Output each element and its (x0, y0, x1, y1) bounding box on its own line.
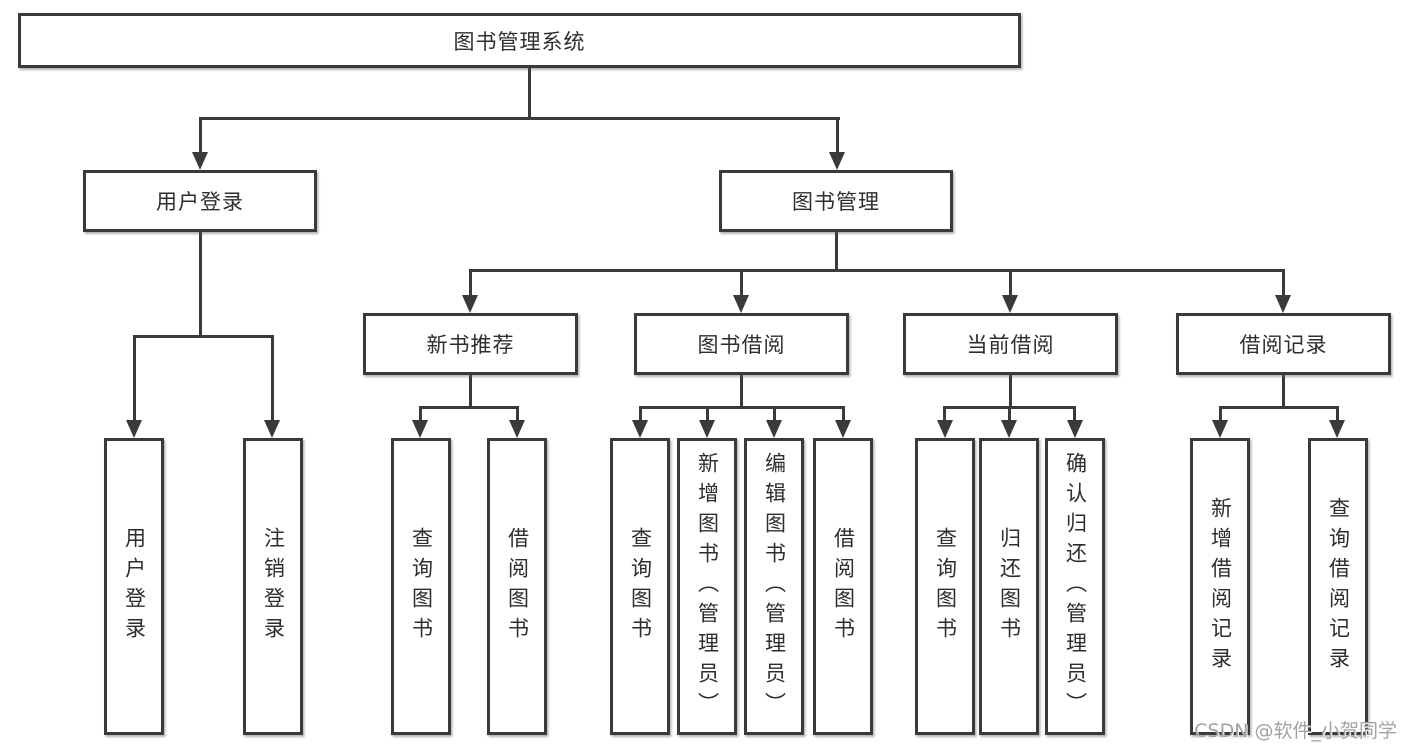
arrowhead-down (1002, 295, 1018, 313)
node-library-management-system: 图书管理系统 (18, 13, 1021, 68)
connector-line (271, 335, 274, 420)
arrowhead-down (126, 420, 142, 438)
leaf-label: 借阅图书 (505, 526, 530, 647)
connector-line (639, 406, 845, 409)
csdn-watermark: CSDN @软件_小贺同学 (1194, 720, 1397, 742)
arrowhead-down (699, 420, 715, 438)
arrowhead-down (192, 152, 208, 170)
leaf-label: 查询图书 (628, 526, 653, 647)
connector-line (740, 269, 743, 295)
node-current-borrowing: 当前借阅 (903, 313, 1118, 375)
connector-line (740, 375, 743, 409)
leaf-borrow-book-recommend: 借阅图书 (487, 438, 547, 735)
connector-line (639, 406, 642, 422)
node-label: 借阅记录 (1239, 333, 1328, 357)
arrowhead-down (1212, 420, 1228, 438)
connector-line (1219, 406, 1339, 409)
arrowhead-down (733, 295, 749, 313)
connector-line (419, 406, 422, 422)
arrowhead-down (509, 420, 525, 438)
connector-line (1009, 375, 1012, 409)
leaf-query-book-current: 查询图书 (915, 438, 975, 735)
leaf-label: 新增图书（管理员） (695, 451, 720, 722)
connector-line (469, 375, 472, 409)
arrowhead-down (632, 420, 648, 438)
leaf-label: 查询借阅记录 (1326, 496, 1351, 677)
connector-line (1073, 406, 1076, 422)
connector-line (1008, 406, 1011, 422)
arrowhead-down (1275, 295, 1291, 313)
arrowhead-down (835, 420, 851, 438)
arrowhead-down (264, 420, 280, 438)
leaf-label: 查询图书 (409, 526, 434, 647)
leaf-label: 借阅图书 (831, 526, 856, 647)
arrowhead-down (937, 420, 953, 438)
connector-line (199, 117, 202, 153)
node-label: 图书借阅 (697, 333, 786, 357)
arrowhead-down (1067, 420, 1083, 438)
leaf-logout: 注销登录 (243, 438, 303, 735)
node-borrowing-records: 借阅记录 (1176, 313, 1391, 375)
node-label: 当前借阅 (966, 333, 1055, 357)
connector-line (1336, 406, 1339, 422)
leaf-user-login: 用户登录 (104, 438, 164, 735)
leaf-label: 编辑图书（管理员） (762, 451, 787, 722)
connector-line (836, 117, 839, 153)
arrowhead-down (412, 420, 428, 438)
leaf-return-book: 归还图书 (979, 438, 1039, 735)
arrowhead-down (1001, 420, 1017, 438)
connector-line (943, 406, 946, 422)
node-book-borrowing: 图书借阅 (634, 313, 849, 375)
connector-line (516, 406, 519, 422)
arrowhead-down (462, 295, 478, 313)
connector-line (199, 232, 202, 337)
leaf-edit-book-admin: 编辑图书（管理员） (744, 438, 804, 735)
connector-line (1282, 375, 1285, 409)
connector-line (1282, 269, 1285, 295)
connector-line (419, 406, 519, 409)
arrowhead-down (829, 152, 845, 170)
connector-line (133, 335, 274, 338)
leaf-label: 确认归还（管理员） (1063, 451, 1088, 722)
leaf-query-book-recommend: 查询图书 (391, 438, 451, 735)
leaf-label: 归还图书 (997, 526, 1022, 647)
connector-line (773, 406, 776, 422)
leaf-borrow-book: 借阅图书 (813, 438, 873, 735)
node-book-management: 图书管理 (719, 170, 953, 232)
node-label: 图书管理系统 (453, 29, 586, 54)
leaf-label: 注销登录 (261, 526, 286, 647)
leaf-label: 用户登录 (122, 526, 147, 647)
arrowhead-down (1329, 420, 1345, 438)
connector-line (842, 406, 845, 422)
connector-line (469, 269, 1285, 272)
connector-line (199, 117, 840, 120)
leaf-label: 新增借阅记录 (1208, 496, 1233, 677)
arrowhead-down (766, 420, 782, 438)
connector-line (835, 232, 838, 272)
node-new-book-recommendation: 新书推荐 (363, 313, 578, 375)
leaf-query-borrow-record: 查询借阅记录 (1308, 438, 1368, 735)
connector-line (1009, 269, 1012, 295)
node-label: 新书推荐 (426, 333, 515, 357)
node-label: 用户登录 (156, 190, 244, 214)
leaf-label: 查询图书 (933, 526, 958, 647)
leaf-confirm-return-admin: 确认归还（管理员） (1045, 438, 1105, 735)
node-label: 图书管理 (792, 190, 880, 214)
node-user-login: 用户登录 (83, 170, 317, 232)
leaf-query-book-borrowing: 查询图书 (610, 438, 670, 735)
connector-line (528, 66, 531, 118)
connector-line (706, 406, 709, 422)
leaf-add-book-admin: 新增图书（管理员） (677, 438, 737, 735)
connector-line (133, 335, 136, 420)
leaf-add-borrow-record: 新增借阅记录 (1190, 438, 1250, 735)
connector-line (469, 269, 472, 295)
connector-line (1219, 406, 1222, 422)
